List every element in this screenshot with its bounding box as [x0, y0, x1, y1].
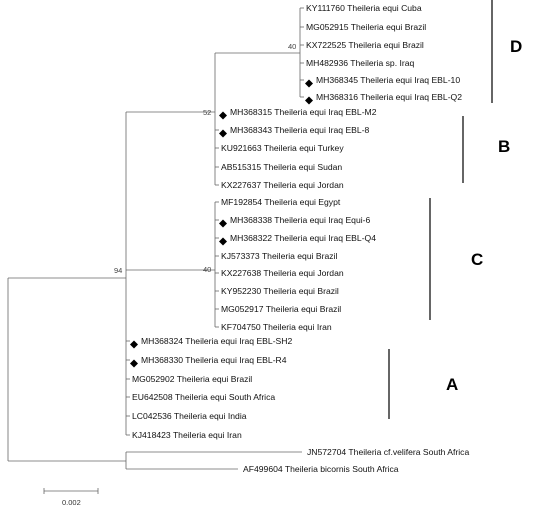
- bootstrap-value: 40: [203, 265, 211, 274]
- diamond-marker-icon: [219, 129, 227, 138]
- clade-letters: D B C A: [446, 37, 522, 394]
- clade-label-c: C: [471, 250, 483, 269]
- leaf-label: MF192854 Theileria equi Egypt: [221, 197, 341, 207]
- leaf-label: MH368322 Theileria equi Iraq EBL-Q4: [230, 233, 376, 243]
- leaf-label: KJ573373 Theileria equi Brazil: [221, 251, 337, 261]
- diamond-marker-icon: [305, 96, 313, 105]
- diamond-marker-icon: [219, 237, 227, 246]
- bootstrap-value: 52: [203, 108, 211, 117]
- leaf-label: MH368330 Theileria equi Iraq EBL-R4: [141, 355, 287, 365]
- leaf-label: MH368345 Theileria equi Iraq EBL-10: [316, 75, 460, 85]
- leaf-label: MH368316 Theileria equi Iraq EBL-Q2: [316, 92, 462, 102]
- diamond-marker-icon: [130, 359, 138, 368]
- diamond-marker-icon: [219, 111, 227, 120]
- leaf-label: KF704750 Theileria equi Iran: [221, 322, 332, 332]
- leaf-label: MH368338 Theileria equi Iraq Equi-6: [230, 215, 371, 225]
- clade-bars: [388, 0, 493, 419]
- leaf-label: MG052915 Theileria equi Brazil: [306, 22, 426, 32]
- bootstrap-values: 40 52 40 94: [114, 42, 296, 275]
- scale-bar: 0.002: [43, 488, 99, 507]
- leaf-label: MG052917 Theileria equi Brazil: [221, 304, 341, 314]
- leaf-label: KJ418423 Theileria equi Iran: [132, 430, 242, 440]
- bootstrap-value: 40: [288, 42, 296, 51]
- leaf-label: KU921663 Theileria equi Turkey: [221, 143, 344, 153]
- leaf-label: MH368315 Theileria equi Iraq EBL-M2: [230, 107, 377, 117]
- leaf-labels: KY111760 Theileria equi Cuba MG052915 Th…: [130, 3, 469, 474]
- leaf-label: AB515315 Theileria equi Sudan: [221, 162, 342, 172]
- leaf-label: AF499604 Theileria bicornis South Africa: [243, 464, 399, 474]
- clade-label-d: D: [510, 37, 522, 56]
- clade-label-b: B: [498, 137, 510, 156]
- leaf-label: KX722525 Theileria equi Brazil: [306, 40, 424, 50]
- leaf-label: JN572704 Theileria cf.velifera South Afr…: [307, 447, 469, 457]
- clade-label-a: A: [446, 375, 458, 394]
- leaf-label: EU642508 Theileria equi South Africa: [132, 392, 275, 402]
- leaf-label: KY952230 Theileria equi Brazil: [221, 286, 339, 296]
- scale-bar-label: 0.002: [62, 498, 81, 507]
- leaf-label: MH368324 Theileria equi Iraq EBL-SH2: [141, 336, 292, 346]
- leaf-label: MH368343 Theileria equi Iraq EBL-8: [230, 125, 370, 135]
- leaf-label: KX227638 Theileria equi Jordan: [221, 268, 344, 278]
- tree-branches: [7, 7, 304, 470]
- diamond-marker-icon: [130, 340, 138, 349]
- leaf-label: KY111760 Theileria equi Cuba: [306, 3, 422, 13]
- diamond-marker-icon: [305, 79, 313, 88]
- bootstrap-value: 94: [114, 266, 122, 275]
- leaf-label: MH482936 Theileria sp. Iraq: [306, 58, 414, 68]
- leaf-label: MG052902 Theileria equi Brazil: [132, 374, 252, 384]
- leaf-label: LC042536 Theileria equi India: [132, 411, 247, 421]
- diamond-marker-icon: [219, 219, 227, 228]
- leaf-label: KX227637 Theileria equi Jordan: [221, 180, 344, 190]
